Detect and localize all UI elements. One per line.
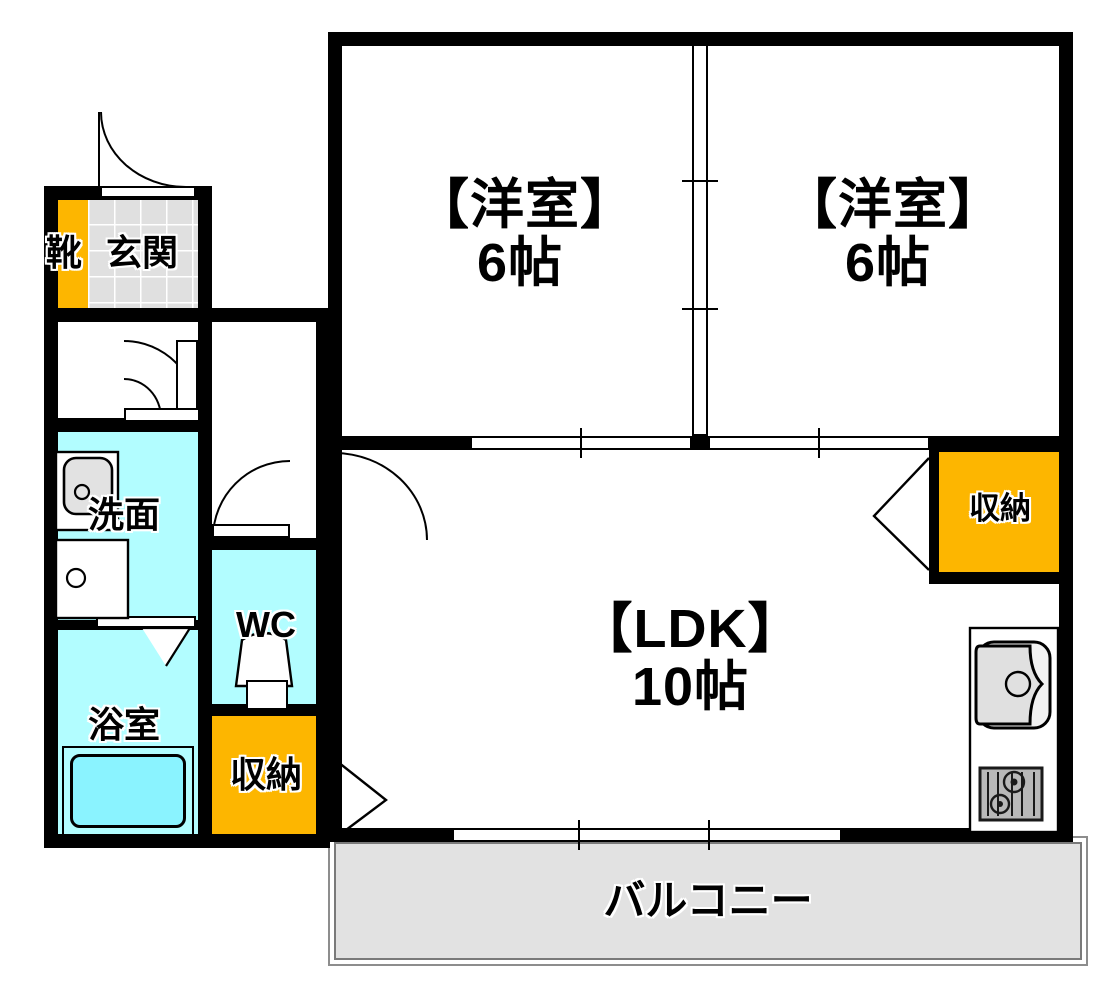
room-bedroom-left[interactable] xyxy=(340,44,695,440)
entrance-door-opening[interactable] xyxy=(100,186,196,198)
bathroom-door-opening[interactable] xyxy=(96,616,196,628)
slide-tick-bedroom-divider-1 xyxy=(682,180,718,182)
slide-tick-balcony-1 xyxy=(578,820,580,850)
toilet-tank xyxy=(246,680,288,710)
hall-door-leaf-upper[interactable] xyxy=(176,340,198,416)
wall-hall-right xyxy=(198,322,212,848)
hall-door-leaf-lower[interactable] xyxy=(124,408,200,422)
room-balcony[interactable] xyxy=(334,842,1082,960)
sliding-door-between-bedrooms[interactable] xyxy=(692,44,708,436)
wall-corridor-top xyxy=(198,308,330,322)
room-genkan[interactable] xyxy=(88,198,198,308)
wall-storage-ldk-left xyxy=(929,440,939,584)
wall-wc-top xyxy=(198,538,330,550)
sliding-window-ldk-to-balcony[interactable] xyxy=(452,828,842,842)
slide-tick-bl-ldk xyxy=(580,428,582,458)
wall-bedroom-left-exterior xyxy=(328,32,342,444)
wall-storage-ldk-top xyxy=(929,440,1073,452)
wall-corridor-right xyxy=(316,308,330,548)
wall-corridor-right-lower xyxy=(316,538,330,848)
ldk-door-leaf xyxy=(334,452,337,542)
room-storage-ldk[interactable] xyxy=(939,452,1061,574)
wall-service-bottom xyxy=(44,834,330,848)
bathtub-fixture xyxy=(70,754,186,828)
wall-top-exterior xyxy=(328,32,1073,46)
room-washroom[interactable] xyxy=(58,432,198,624)
entrance-door-swing xyxy=(100,112,186,188)
wall-genkan-bottom xyxy=(44,308,212,322)
slide-tick-balcony-2 xyxy=(708,820,710,850)
wall-service-left-exterior xyxy=(44,186,58,848)
bathtub-surround xyxy=(62,746,194,836)
entrance-door-leaf xyxy=(98,112,101,190)
wall-service-right-upper xyxy=(198,186,212,322)
room-storage-hall[interactable] xyxy=(202,714,330,836)
wall-wc-bottom xyxy=(198,704,330,716)
slide-tick-bedroom-divider-2 xyxy=(682,308,718,310)
room-shoebox[interactable] xyxy=(58,198,88,308)
wall-storage-ldk-bottom xyxy=(929,572,1073,584)
slide-tick-br-ldk xyxy=(818,428,820,458)
wc-door-leaf[interactable] xyxy=(212,524,290,538)
room-bedroom-right[interactable] xyxy=(706,44,1061,440)
